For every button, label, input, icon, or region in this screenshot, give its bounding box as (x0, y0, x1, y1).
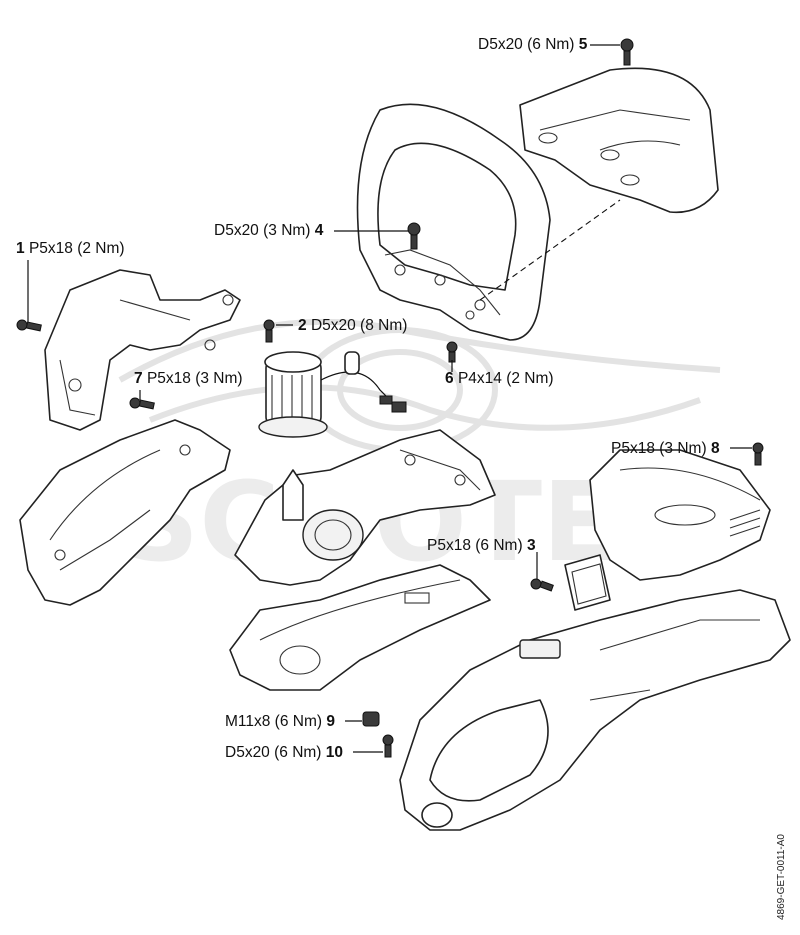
callout-7: 7 P5x18 (3 Nm) (134, 370, 243, 388)
callout-1: 1 P5x18 (2 Nm) (16, 240, 125, 258)
callout-3: P5x18 (6 Nm) 3 (427, 537, 536, 555)
callout-number: 1 (16, 240, 25, 257)
motor (258, 351, 407, 438)
callout-spec: D5x20 (8 Nm) (310, 317, 408, 334)
leader-lines (27, 44, 752, 753)
callout-number: 2 (298, 317, 307, 334)
screw-6 (446, 341, 458, 363)
callout-spec: P4x14 (2 Nm) (457, 370, 554, 387)
callout-spec: P5x18 (6 Nm) (427, 537, 523, 554)
top-cover (519, 67, 719, 214)
screw-3 (530, 578, 554, 592)
screw-5 (620, 38, 634, 66)
callout-10: D5x20 (6 Nm) 10 (225, 744, 343, 762)
nut-9 (362, 711, 380, 727)
screw-7 (129, 397, 155, 410)
callout-spec: P5x18 (2 Nm) (28, 240, 125, 257)
callout-spec: P5x18 (3 Nm) (611, 440, 707, 457)
left-bracket (44, 269, 241, 431)
gear-housing (234, 429, 496, 586)
callout-2: 2 D5x20 (8 Nm) (298, 317, 407, 335)
callout-spec: D5x20 (6 Nm) (478, 36, 575, 53)
callout-spec: D5x20 (3 Nm) (214, 222, 311, 239)
left-housing (19, 419, 231, 606)
front-handle (356, 103, 551, 341)
screws (16, 38, 764, 758)
screw-8 (752, 442, 764, 466)
callout-9: M11x8 (6 Nm) 9 (225, 713, 335, 731)
screw-4 (407, 222, 421, 250)
main-housing (399, 589, 791, 831)
right-cover (589, 449, 771, 581)
screw-10 (382, 734, 394, 758)
drawing-code: 4869-GET-0011-A0 (776, 834, 787, 920)
callout-5: D5x20 (6 Nm) 5 (478, 36, 587, 54)
callout-number: 3 (526, 537, 536, 554)
callout-number: 5 (578, 36, 588, 53)
screw-1 (16, 319, 42, 332)
callout-4: D5x20 (3 Nm) 4 (214, 222, 323, 240)
cover-plate (564, 554, 611, 611)
callout-number: 6 (445, 370, 454, 387)
screw-2 (263, 319, 275, 343)
callout-6: 6 P4x14 (2 Nm) (445, 370, 554, 388)
callout-number: 9 (326, 713, 335, 730)
callout-number: 10 (325, 744, 344, 761)
assembly-dash-line (479, 199, 621, 301)
callout-spec: M11x8 (6 Nm) (225, 713, 323, 730)
base-plate (229, 564, 491, 691)
callout-number: 7 (134, 370, 143, 387)
callout-spec: D5x20 (6 Nm) (225, 744, 322, 761)
callout-8: P5x18 (3 Nm) 8 (611, 440, 720, 458)
callout-number: 4 (314, 222, 324, 239)
callout-number: 8 (710, 440, 720, 457)
callout-spec: P5x18 (3 Nm) (146, 370, 243, 387)
